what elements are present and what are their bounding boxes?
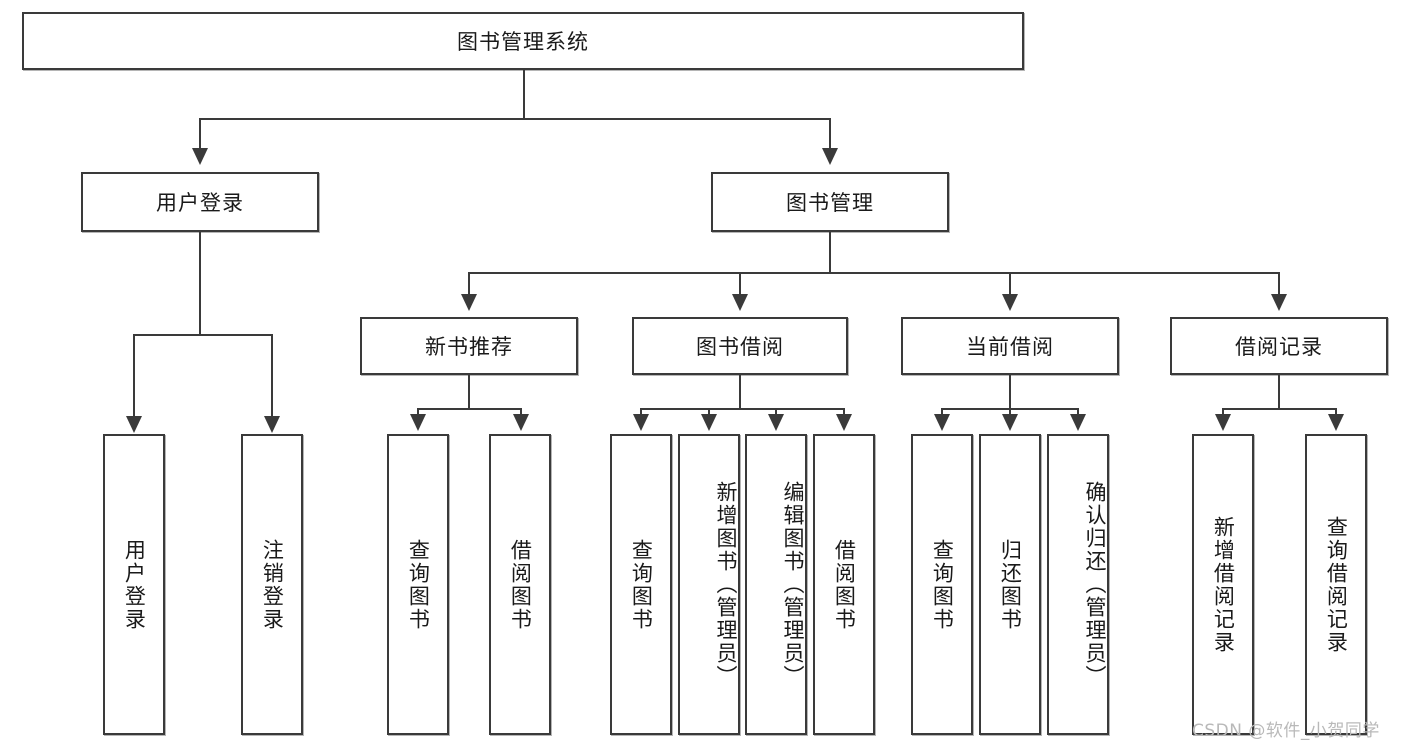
- arrow-to-leaf-borrow-book-2: [836, 414, 852, 431]
- leaf-query-book-recommend[interactable]: 查询图书: [387, 434, 449, 735]
- node-borrow-record[interactable]: 借阅记录: [1170, 317, 1388, 375]
- arrow-to-leaf-user-login: [126, 416, 142, 433]
- node-label: 归还图书: [998, 538, 1023, 631]
- edge-root-to-user-login: [199, 118, 201, 149]
- node-label: 查询借阅记录: [1324, 515, 1349, 654]
- node-book-management[interactable]: 图书管理: [711, 172, 949, 232]
- node-new-book-recommend[interactable]: 新书推荐: [360, 317, 578, 375]
- node-label: 借阅记录: [1235, 335, 1323, 359]
- leaf-query-borrow-record[interactable]: 查询借阅记录: [1305, 434, 1367, 735]
- edge-root-split-bar: [199, 118, 831, 120]
- edge-to-new-book-recommend: [468, 272, 470, 296]
- leaf-logout[interactable]: 注销登录: [241, 434, 303, 735]
- node-label: 新增图书（管理员）: [714, 481, 738, 688]
- edge-book-manage-stem: [829, 232, 831, 273]
- edge-root-stem: [523, 70, 525, 118]
- edge-new-book-leaf1-drop: [417, 408, 419, 418]
- node-label: 借阅图书: [508, 538, 533, 631]
- node-label: 查询图书: [930, 538, 955, 631]
- edge-borrow-record-stem: [1278, 375, 1280, 409]
- node-label: 查询图书: [406, 538, 431, 631]
- edge-book-borrow-stem: [739, 375, 741, 409]
- csdn-watermark: CSDN @软件_小贺同学: [1192, 721, 1380, 741]
- arrow-to-leaf-return-book: [1002, 414, 1018, 431]
- arrow-to-current-borrow: [1002, 294, 1018, 311]
- node-label: 图书借阅: [696, 335, 784, 359]
- leaf-confirm-return-admin[interactable]: 确认归还（管理员）: [1047, 434, 1109, 735]
- edge-new-book-leaf2-drop: [520, 408, 522, 418]
- arrow-to-borrow-record: [1271, 294, 1287, 311]
- arrow-to-user-login: [192, 148, 208, 165]
- edge-to-current-borrow: [1009, 272, 1011, 296]
- node-label: 编辑图书（管理员）: [781, 481, 805, 688]
- arrow-to-book-manage: [822, 148, 838, 165]
- edge-current-borrow-stem: [1009, 375, 1011, 409]
- edge-to-borrow-record: [1278, 272, 1280, 296]
- node-label: 借阅图书: [832, 538, 857, 631]
- edge-borrow-record-leaf2-drop: [1335, 408, 1337, 418]
- arrow-to-book-borrow: [732, 294, 748, 311]
- edge-root-to-book-manage: [829, 118, 831, 149]
- arrow-to-leaf-add-book: [701, 414, 717, 431]
- edge-book-borrow-leaf2-drop: [708, 408, 710, 418]
- arrow-to-leaf-query-record: [1328, 414, 1344, 431]
- node-label: 图书管理系统: [457, 30, 589, 54]
- leaf-add-borrow-record[interactable]: 新增借阅记录: [1192, 434, 1254, 735]
- node-label: 注销登录: [260, 538, 285, 631]
- arrow-to-leaf-query-book-2: [633, 414, 649, 431]
- arrow-to-leaf-logout: [264, 416, 280, 433]
- edge-current-borrow-leaf1-drop: [941, 408, 943, 418]
- node-root-system[interactable]: 图书管理系统: [22, 12, 1024, 70]
- arrow-to-leaf-edit-book: [768, 414, 784, 431]
- edge-current-borrow-leaf2-drop: [1009, 408, 1011, 418]
- edge-book-manage-split-bar: [468, 272, 1280, 274]
- leaf-return-book[interactable]: 归还图书: [979, 434, 1041, 735]
- edge-book-borrow-split-bar: [640, 408, 845, 410]
- node-label: 确认归还（管理员）: [1083, 481, 1107, 688]
- edge-to-book-borrow: [739, 272, 741, 296]
- leaf-query-book-borrow[interactable]: 查询图书: [610, 434, 672, 735]
- edge-borrow-record-split-bar: [1222, 408, 1336, 410]
- arrow-to-leaf-confirm-return: [1070, 414, 1086, 431]
- arrow-to-leaf-add-record: [1215, 414, 1231, 431]
- arrow-to-new-book-recommend: [461, 294, 477, 311]
- leaf-add-book-admin[interactable]: 新增图书（管理员）: [678, 434, 740, 735]
- leaf-edit-book-admin[interactable]: 编辑图书（管理员）: [745, 434, 807, 735]
- edge-new-book-stem: [468, 375, 470, 409]
- arrow-to-leaf-query-book-1: [410, 414, 426, 431]
- node-label: 新书推荐: [425, 335, 513, 359]
- node-label: 查询图书: [629, 538, 654, 631]
- leaf-user-login[interactable]: 用户登录: [103, 434, 165, 735]
- arrow-to-leaf-query-book-3: [934, 414, 950, 431]
- node-label: 用户登录: [156, 191, 244, 215]
- edge-user-login-leaf2-drop: [271, 334, 273, 418]
- arrow-to-leaf-borrow-book-1: [513, 414, 529, 431]
- node-user-login[interactable]: 用户登录: [81, 172, 319, 232]
- leaf-borrow-book-recommend[interactable]: 借阅图书: [489, 434, 551, 735]
- leaf-query-book-current[interactable]: 查询图书: [911, 434, 973, 735]
- edge-new-book-split-bar: [417, 408, 521, 410]
- edge-book-borrow-leaf1-drop: [640, 408, 642, 418]
- node-label: 用户登录: [122, 538, 147, 631]
- edge-user-login-split-bar: [133, 334, 272, 336]
- node-label: 当前借阅: [966, 335, 1054, 359]
- node-label: 图书管理: [786, 191, 874, 215]
- edge-book-borrow-leaf3-drop: [775, 408, 777, 418]
- edge-book-borrow-leaf4-drop: [843, 408, 845, 418]
- leaf-borrow-book[interactable]: 借阅图书: [813, 434, 875, 735]
- edge-user-login-stem: [199, 232, 201, 335]
- edge-borrow-record-leaf1-drop: [1222, 408, 1224, 418]
- node-book-borrow[interactable]: 图书借阅: [632, 317, 848, 375]
- node-label: 新增借阅记录: [1211, 515, 1236, 654]
- edge-current-borrow-leaf3-drop: [1077, 408, 1079, 418]
- edge-user-login-leaf1-drop: [133, 334, 135, 418]
- node-current-borrow[interactable]: 当前借阅: [901, 317, 1119, 375]
